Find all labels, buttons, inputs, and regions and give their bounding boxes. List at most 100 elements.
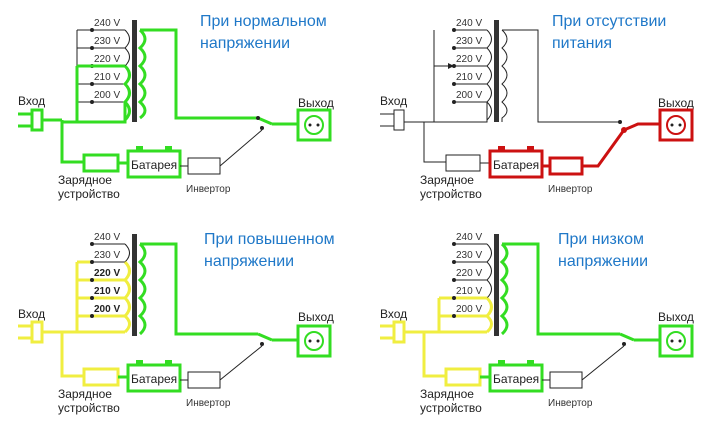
input-label: Вход [18,94,45,108]
tap-label-200: 200 V [94,90,120,101]
switch-contact-inverter [621,127,627,133]
tap-label-200: 200 V [94,304,120,315]
charger-box [445,154,481,172]
input-plug [18,108,62,132]
input-label: Вход [380,307,407,321]
transfer-switch [619,332,635,342]
active-winding [122,64,131,122]
boost-paths [380,296,493,378]
panel-title-line2: напряжении [204,253,294,270]
secondary-output-line [502,242,620,336]
transfer-switch [257,116,273,126]
boost-paths [18,260,131,378]
battery-terminal-minus [136,146,143,151]
charger-label-2: устройство [58,401,120,415]
switch-contact-inverter [260,126,264,130]
tap-label-220: 220 V [456,54,482,65]
panel-title-line1: При низком [558,231,644,248]
tap-label-220: 220 V [94,54,120,65]
tap-label-200: 200 V [456,90,482,101]
output-label: Выход [298,96,334,110]
tap-label-230: 230 V [94,250,120,261]
tap-lines [380,29,620,164]
inverter-label: Инвертор [548,398,593,409]
inverter-box [549,371,583,389]
socket-face-icon [666,115,686,135]
output-label: Выход [658,96,694,110]
socket-face-icon [666,331,686,351]
charger-box [82,153,120,173]
battery-terminal-minus [498,146,505,151]
panel-high-voltage: При повышенном напряжении 240 V 230 V 22… [18,231,335,415]
panel-title-line2: питания [552,35,612,52]
tap-label-240: 240 V [94,18,120,29]
battery-box [126,149,182,179]
panel-normal: При нормальном напряжении 240 V 230 V 22… [18,13,334,201]
tap-label-220: 220 V [94,268,120,279]
switch-contact-mains [618,120,622,124]
battery-box [126,363,182,393]
inverter-box [548,156,584,176]
panel-title-line1: При отсутствии [552,13,666,30]
charger-label-1: Зарядное [58,387,112,401]
panel-title-line1: При нормальном [200,13,327,30]
charger-label-1: Зарядное [420,387,474,401]
charger-label-2: устройство [420,401,482,415]
tap-label-240: 240 V [456,18,482,29]
tap-label-230: 230 V [456,36,482,47]
socket-face-icon [304,115,324,135]
output-label: Выход [658,310,694,324]
tap-label-200: 200 V [456,304,482,315]
charger-label-1: Зарядное [58,173,112,187]
secondary-output-line [140,242,258,336]
tap-label-230: 230 V [94,36,120,47]
transformer-core [132,234,137,336]
battery-label: Батарея [493,372,539,386]
input-label: Вход [18,307,45,321]
secondary-winding [137,242,147,336]
transformer-core [132,20,137,122]
inverter-box [187,157,221,175]
panel-low-voltage: При низком напряжении 240 V 230 V 220 V … [380,231,694,415]
panel-title-line1: При повышенном [204,231,335,248]
tap-label-210: 210 V [456,72,482,83]
tap-label-230: 230 V [456,250,482,261]
input-label: Вход [380,94,407,108]
panel-title-line2: напряжении [558,253,648,270]
battery-box [488,149,544,179]
socket-face-icon [304,331,324,351]
battery-label: Батарея [131,158,177,172]
charger-label-1: Зарядное [420,173,474,187]
input-plug [393,109,405,131]
tap-label-220: 220 V [456,268,482,279]
tap-arrow-icon [448,63,454,69]
input-plug [30,320,44,344]
tap-label-210: 210 V [94,286,120,297]
battery-box [488,363,544,393]
transformer-core [494,20,499,122]
panel-no-power: При отсутствии питания 240 V 230 V 220 V… [380,13,694,201]
input-plug [392,320,406,344]
tap-label-210: 210 V [456,286,482,297]
inverter-box [187,371,221,389]
battery-label: Батарея [131,372,177,386]
battery-label: Батарея [493,158,539,172]
tap-label-240: 240 V [94,232,120,243]
charger-box [444,367,482,387]
transfer-switch [257,332,273,342]
inverter-label: Инвертор [548,184,593,195]
panel-title-line2: напряжении [200,35,290,52]
charger-label-2: устройство [58,187,120,201]
inverter-label: Инвертор [186,398,231,409]
secondary-winding [499,242,509,336]
inverter-line [219,129,263,167]
secondary-winding [137,28,147,120]
secondary-output-line [140,28,258,120]
charger-box [82,367,120,387]
switch-contact-mains [256,116,260,120]
battery-terminal-plus [165,146,172,151]
charger-label-2: устройство [420,187,482,201]
inverter-label: Инвертор [186,184,231,195]
charger-feed [60,120,84,164]
